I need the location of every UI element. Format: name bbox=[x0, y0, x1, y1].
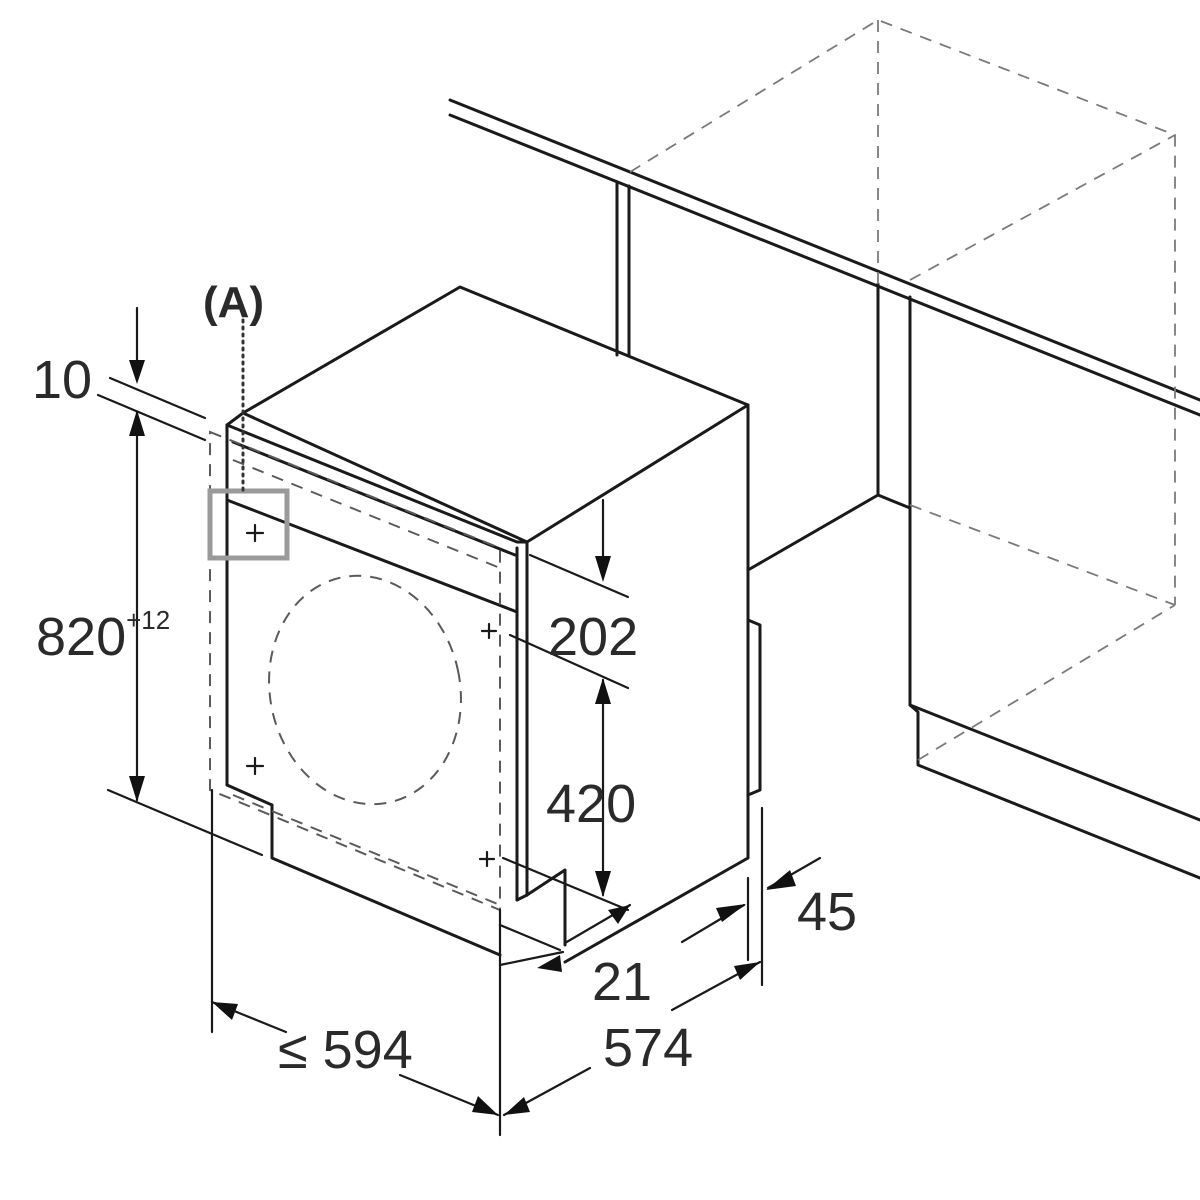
mounting-point-markers bbox=[245, 523, 498, 868]
label-height-tolerance: +12 bbox=[126, 605, 170, 635]
dimension-labels: (A) 10 820+12 202 420 21 45 ≤ 594 574 bbox=[32, 278, 857, 1080]
washing-machine bbox=[207, 285, 762, 964]
label-width: ≤ 594 bbox=[278, 1020, 413, 1080]
dimension-lines bbox=[96, 306, 822, 1137]
hinge-highlight-box bbox=[207, 488, 290, 561]
label-depth-offset: 45 bbox=[797, 882, 857, 942]
label-hinge-spacing: 420 bbox=[546, 774, 636, 834]
label-height: 820+12 bbox=[36, 605, 170, 667]
kitchen-cabinetry bbox=[448, 18, 1200, 880]
label-top-gap: 10 bbox=[32, 350, 92, 410]
label-depth: 574 bbox=[603, 1018, 693, 1078]
label-upper-offset: 202 bbox=[548, 607, 638, 667]
label-height-main: 820 bbox=[36, 607, 126, 667]
label-plinth-gap: 21 bbox=[592, 952, 652, 1012]
marker-label-a: (A) bbox=[203, 278, 264, 327]
